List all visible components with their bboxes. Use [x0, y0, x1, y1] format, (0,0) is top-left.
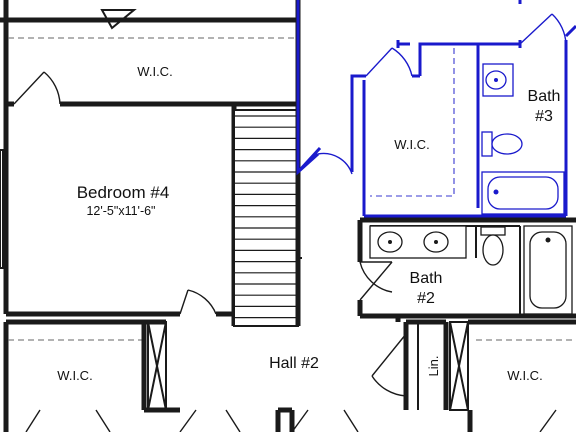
bath2-label-line2: #2 [417, 290, 435, 307]
bedroom4-dimensions: 12'-5"x11'-6" [86, 204, 155, 218]
linen-label: Lin. [426, 356, 441, 377]
bottom-left-wic-walls [3, 319, 167, 432]
bottom-right-wic-walls [467, 319, 576, 432]
hall-bottom-walls [166, 407, 359, 432]
bath2-label-line1: Bath [410, 270, 443, 287]
bath3-label-line2: #3 [535, 108, 553, 125]
top-wic-label: W.I.C. [137, 64, 172, 79]
bottom-left-wic-label: W.I.C. [57, 368, 92, 383]
bath2-double-vanity [369, 225, 467, 259]
top-wic-walls [0, 0, 301, 110]
bath3-tub [481, 171, 565, 215]
bath2-tub [523, 225, 573, 315]
bath3-toilet [481, 131, 523, 157]
hall2-label: Hall #2 [269, 355, 319, 372]
suite-walls [296, 0, 576, 218]
staircase [233, 109, 302, 327]
bath2-door[interactable] [359, 261, 393, 301]
bath3-sink [482, 63, 514, 97]
suite-wic-label: W.I.C. [394, 137, 429, 152]
bath3-label-line1: Bath [528, 88, 561, 105]
linen-closet [371, 319, 469, 411]
bottom-right-wic-label: W.I.C. [507, 368, 542, 383]
bath2-toilet [480, 226, 506, 266]
bedroom4-door[interactable] [179, 289, 217, 315]
bedroom4-title: Bedroom #4 [77, 183, 170, 202]
